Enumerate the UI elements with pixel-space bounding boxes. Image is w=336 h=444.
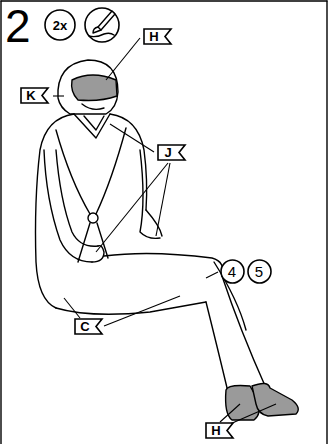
circle-outline xyxy=(45,10,75,40)
frame-line xyxy=(1,0,327,1)
paint-code-flag: J xyxy=(157,144,186,161)
flag-outline xyxy=(21,88,48,103)
flag-outline xyxy=(75,319,102,334)
paint-code: H xyxy=(149,30,158,43)
paint-code-flag: C xyxy=(74,318,103,335)
helmet xyxy=(58,60,118,114)
paint-code-flag: H xyxy=(143,28,172,45)
paint-code: H xyxy=(211,424,220,437)
paint-code: C xyxy=(80,320,89,333)
callout-circle: 5 xyxy=(247,259,272,284)
paint-code-flag: K xyxy=(20,87,49,104)
flag-outline xyxy=(158,145,185,160)
paint-code: J xyxy=(164,146,171,159)
circle-outline xyxy=(248,260,271,283)
frame-line xyxy=(0,1,1,444)
paint-icon xyxy=(85,8,119,42)
step-number: 2 xyxy=(5,3,31,49)
frame-line xyxy=(326,1,327,444)
callout-circle: 2x xyxy=(44,9,76,41)
callout-number: 4 xyxy=(228,264,236,279)
callout-number: 2x xyxy=(53,19,67,32)
flag-outline xyxy=(206,423,233,438)
circle-outline xyxy=(221,260,244,283)
callout-circle: 4 xyxy=(220,259,245,284)
paint-code-flag: H xyxy=(205,422,234,439)
leader-lines xyxy=(53,38,276,424)
callout-number: 5 xyxy=(255,264,263,279)
paint-code: K xyxy=(26,89,35,102)
flag-outline xyxy=(144,29,171,44)
boots xyxy=(226,383,299,420)
